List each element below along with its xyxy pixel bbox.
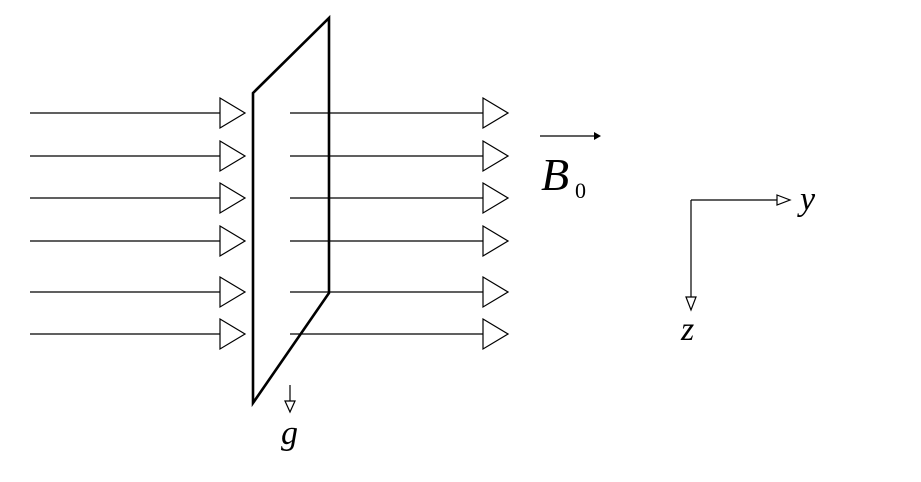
field-arrow-in-3 (30, 181, 247, 215)
field-arrow-in-6 (30, 317, 247, 351)
z-axis-arrowhead (685, 296, 697, 312)
outgoing-field-lines (290, 96, 510, 351)
gravity-arrowhead (284, 400, 296, 414)
field-arrow-in-2 (30, 139, 247, 173)
y-axis-arrowhead (776, 194, 792, 206)
field-arrow-in-4 (30, 224, 247, 258)
plate (251, 14, 331, 408)
field-arrow-out-2 (290, 139, 510, 173)
field-subscript: 0 (575, 178, 586, 203)
field-arrow-out-5 (290, 275, 510, 309)
incoming-field-lines (30, 96, 247, 351)
field-arrow-out-4 (290, 224, 510, 258)
y-axis-label: y (797, 181, 816, 218)
field-arrow-out-6 (290, 317, 510, 351)
gravity-label: g (281, 415, 298, 452)
field-arrow-out-3 (290, 181, 510, 215)
field-symbol: B (541, 149, 569, 200)
gravity-indicator: g (281, 385, 298, 452)
field-arrow-in-5 (30, 275, 247, 309)
coordinate-axes: y z (680, 181, 816, 348)
vector-overarrow-head (594, 132, 601, 140)
field-arrow-in-1 (30, 96, 247, 130)
field-label: B 0 (540, 132, 601, 203)
field-arrow-out-1 (290, 96, 510, 130)
z-axis-label: z (680, 311, 694, 348)
